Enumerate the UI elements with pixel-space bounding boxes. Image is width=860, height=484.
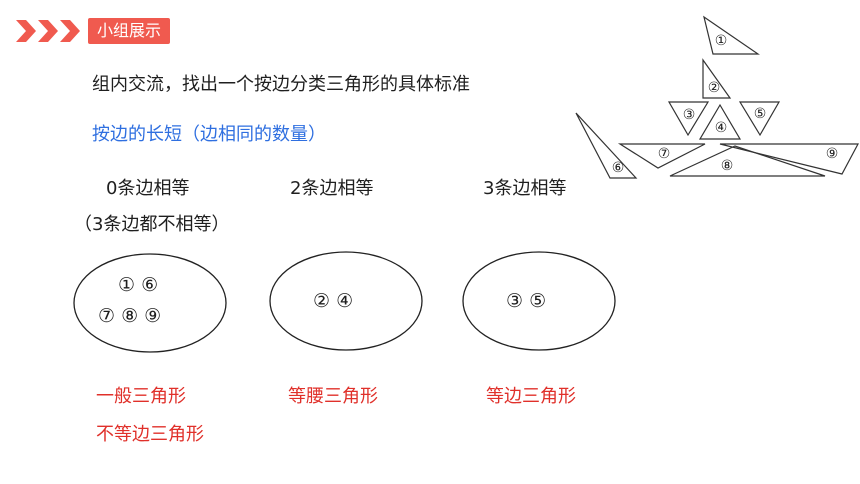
triangle-8 (669, 145, 826, 177)
triangle-boat-figure: ① ② ③ ④ ⑤ ⑥ ⑦ ⑧ ⑨ (575, 15, 859, 179)
group-items-scalene-row2: ⑦ ⑧ ⑨ (98, 305, 162, 327)
group-ellipse-equilateral (462, 251, 616, 351)
name-scalene-triangle: 不等边三角形 (96, 424, 204, 445)
triangle-3 (667, 101, 710, 137)
triangle-9 (719, 143, 859, 175)
boat-label-4: ④ (715, 120, 728, 136)
group-items-equilateral: ③ ⑤ (506, 290, 547, 312)
boat-label-5: ⑤ (754, 106, 767, 122)
boat-label-3: ③ (683, 107, 696, 123)
name-equilateral-triangle: 等边三角形 (486, 386, 576, 407)
boat-label-6: ⑥ (612, 160, 625, 176)
boat-label-9: ⑨ (826, 146, 839, 162)
label-two-equal: 2条边相等 (290, 178, 374, 199)
label-zero-equal: 0条边相等 (106, 178, 190, 199)
triangle-1 (703, 15, 760, 55)
chevron-arrows-icon (16, 20, 80, 42)
name-general-triangle: 一般三角形 (96, 386, 186, 407)
group-items-isosceles: ② ④ (313, 290, 354, 312)
boat-label-1: ① (715, 33, 728, 49)
name-isosceles-triangle: 等腰三角形 (288, 386, 378, 407)
label-three-equal: 3条边相等 (483, 178, 567, 199)
triangle-4 (698, 103, 742, 140)
boat-label-2: ② (708, 80, 721, 96)
criterion-text: 按边的长短（边相同的数量） (92, 124, 326, 145)
triangle-7 (617, 143, 706, 169)
triangle-5 (738, 101, 781, 137)
label-zero-equal-sub: （3条边都不相等） (74, 214, 230, 235)
triangle-6 (575, 112, 638, 179)
group-ellipse-isosceles (269, 251, 423, 351)
section-badge: 小组展示 (88, 18, 171, 44)
triangle-2 (702, 58, 732, 99)
group-items-scalene-row1: ① ⑥ (118, 274, 159, 296)
boat-label-7: ⑦ (658, 146, 671, 162)
group-ellipse-scalene (73, 253, 227, 353)
boat-label-8: ⑧ (721, 158, 734, 174)
task-text: 组内交流，找出一个按边分类三角形的具体标准 (92, 74, 470, 95)
